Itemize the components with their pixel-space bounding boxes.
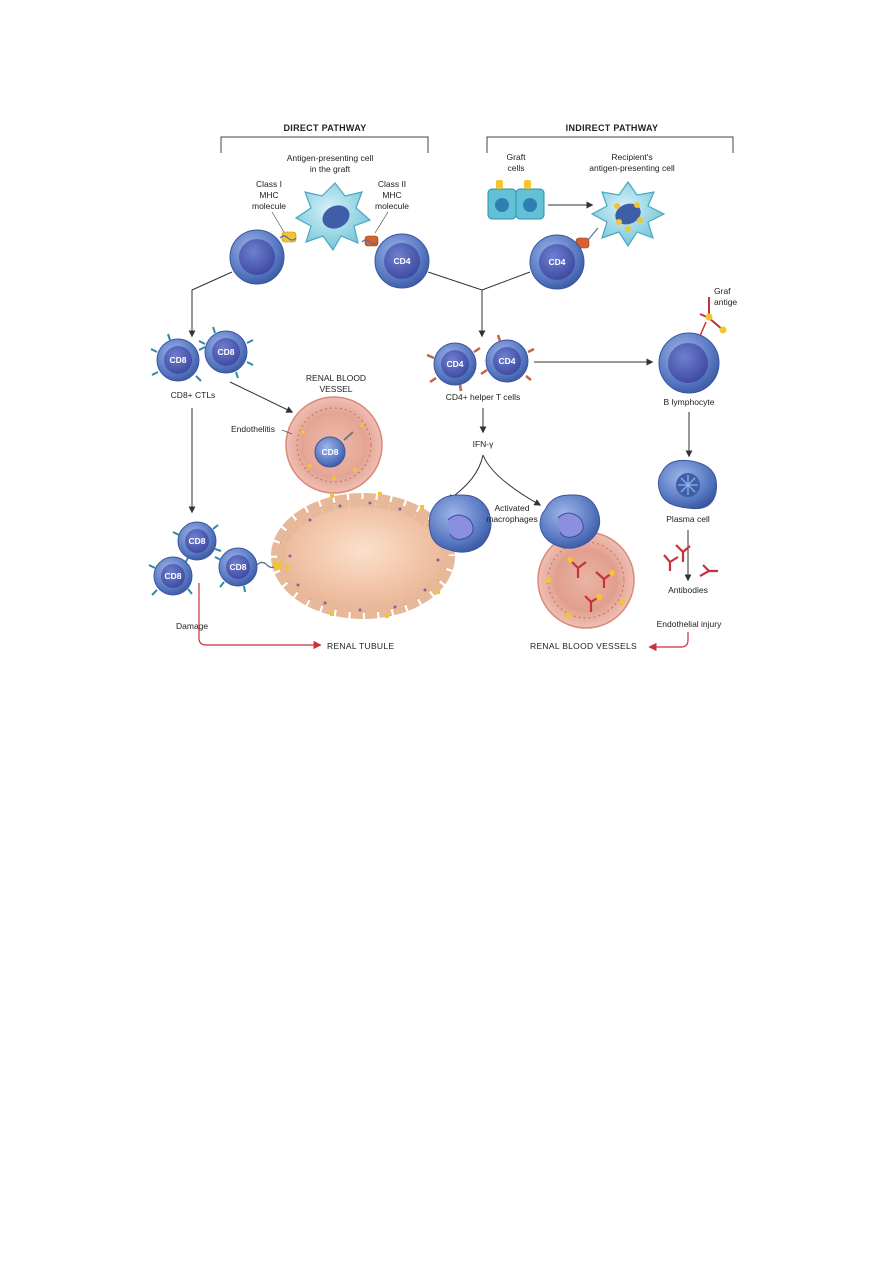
class2-mhc-tcr-complex xyxy=(361,235,379,247)
renal-blood-vessels-caption: RENAL BLOOD VESSELS xyxy=(530,641,637,651)
class1-mhc-label-2: MHC xyxy=(259,190,278,200)
activated-macrophages-label-2: macrophages xyxy=(486,514,538,524)
graft-antigen-icon xyxy=(699,297,727,334)
recipient-apc-cell xyxy=(590,180,666,248)
graft-cells-label-1: Graft xyxy=(507,152,527,162)
endothelial-injury-arrow xyxy=(648,632,689,652)
class2-mhc-label-3: molecule xyxy=(375,201,409,211)
cd8-attack-cell-2: CD8 xyxy=(148,556,193,596)
renal-blood-vessel-endothelitis: CD8 xyxy=(285,396,383,494)
b-lymphocyte-cell xyxy=(658,332,720,394)
direct-split-connector xyxy=(188,271,233,338)
cd8-ctl-cell-2: CD8 xyxy=(198,326,254,379)
cd4-merge-connector-left xyxy=(427,271,483,291)
apc-graft-label-2: in the graft xyxy=(310,164,351,174)
graft-antigen-label-1: Graf xyxy=(714,286,731,296)
class1-leader-line xyxy=(271,211,285,233)
indirect-pathway-header: INDIRECT PATHWAY xyxy=(566,123,659,133)
class1-mhc-tcr-complex xyxy=(279,231,297,243)
antibodies-label: Antibodies xyxy=(668,585,708,595)
graft-cells-label-2: cells xyxy=(507,163,524,173)
macrophage-right xyxy=(539,494,601,549)
ifn-gamma-label: IFN-γ xyxy=(473,439,495,449)
cd8-ctl-cell-1: CD8 xyxy=(150,333,206,382)
endothelitis-leader-line xyxy=(281,429,293,435)
graft-cells xyxy=(487,180,545,220)
class2-mhc-label-1: Class II xyxy=(378,179,406,189)
class2-mhc-tcr-complex-indirect xyxy=(575,227,599,249)
class2-leader-line xyxy=(374,211,389,234)
cd8-ctls-label: CD8+ CTLs xyxy=(171,390,216,400)
endothelitis-label: Endothelitis xyxy=(231,424,275,434)
renal-vessel-label-2: VESSEL xyxy=(319,384,352,394)
class2-mhc-label-2: MHC xyxy=(382,190,401,200)
class1-mhc-label-1: Class I xyxy=(256,179,282,189)
cd4-t-cell-direct: CD4 xyxy=(374,233,430,289)
direct-pathway-header: DIRECT PATHWAY xyxy=(283,123,366,133)
indirect-pathway-bracket xyxy=(486,136,734,153)
plasma-cell-label: Plasma cell xyxy=(666,514,710,524)
apc-graft-label-1: Antigen-presenting cell xyxy=(287,153,374,163)
b-lymphocyte-label: B lymphocyte xyxy=(663,397,714,407)
antibody-icon-1 xyxy=(675,544,691,562)
plasma-cell xyxy=(657,459,718,510)
antibody-icon-2 xyxy=(663,554,679,571)
ifn-to-macrophage-left-arrow xyxy=(446,454,484,501)
cd8-attack-cell-1: CD8 xyxy=(172,521,222,564)
cd8-tag: CD8 xyxy=(217,347,234,357)
renal-tubule-caption: RENAL TUBULE xyxy=(327,641,394,651)
ctl-to-vessel-arrow xyxy=(229,381,294,413)
cd8-t-cell-direct xyxy=(229,229,285,285)
cd4-tag: CD4 xyxy=(446,359,463,369)
cd8-tag: CD8 xyxy=(188,536,205,546)
cd4-tag: CD4 xyxy=(548,257,565,267)
graft-antigen-label-2: antige xyxy=(714,297,737,307)
cd8-tag: CD8 xyxy=(169,355,186,365)
graft-apc-cell xyxy=(294,182,372,252)
cd4-merge-connector-right xyxy=(481,271,531,291)
direct-pathway-bracket xyxy=(220,136,429,153)
cd4-helper-cell-1: CD4 xyxy=(426,342,481,392)
cd4-tag: CD4 xyxy=(498,356,515,366)
activated-macrophages-label-1: Activated xyxy=(495,503,530,513)
antibody-icon-3 xyxy=(699,564,718,577)
renal-tubule xyxy=(271,492,455,619)
class1-mhc-label-3: molecule xyxy=(252,201,286,211)
damage-label: Damage xyxy=(176,621,208,631)
cd8-tag: CD8 xyxy=(164,571,181,581)
macrophage-left xyxy=(428,494,492,553)
endothelial-injury-label: Endothelial injury xyxy=(657,619,722,629)
recipient-apc-label-2: antigen-presenting cell xyxy=(589,163,675,173)
renal-vessel-label-1: RENAL BLOOD xyxy=(306,373,366,383)
cd4-helper-label: CD4+ helper T cells xyxy=(446,392,521,402)
damage-arrow xyxy=(198,583,322,650)
cd8-tag: CD8 xyxy=(229,562,246,572)
cd4-tag: CD4 xyxy=(393,256,410,266)
cd8-tag: CD8 xyxy=(321,447,338,457)
cd4-t-cell-indirect: CD4 xyxy=(529,234,585,290)
cd8-attack-cell-3: CD8 xyxy=(214,547,282,593)
recipient-apc-label-1: Recipient's xyxy=(611,152,652,162)
renal-blood-vessel-injury xyxy=(537,531,635,629)
cd4-helper-cell-2: CD4 xyxy=(480,334,535,383)
antigen-to-b-cell-line xyxy=(699,321,707,337)
ifn-to-macrophage-right-arrow xyxy=(482,454,542,506)
